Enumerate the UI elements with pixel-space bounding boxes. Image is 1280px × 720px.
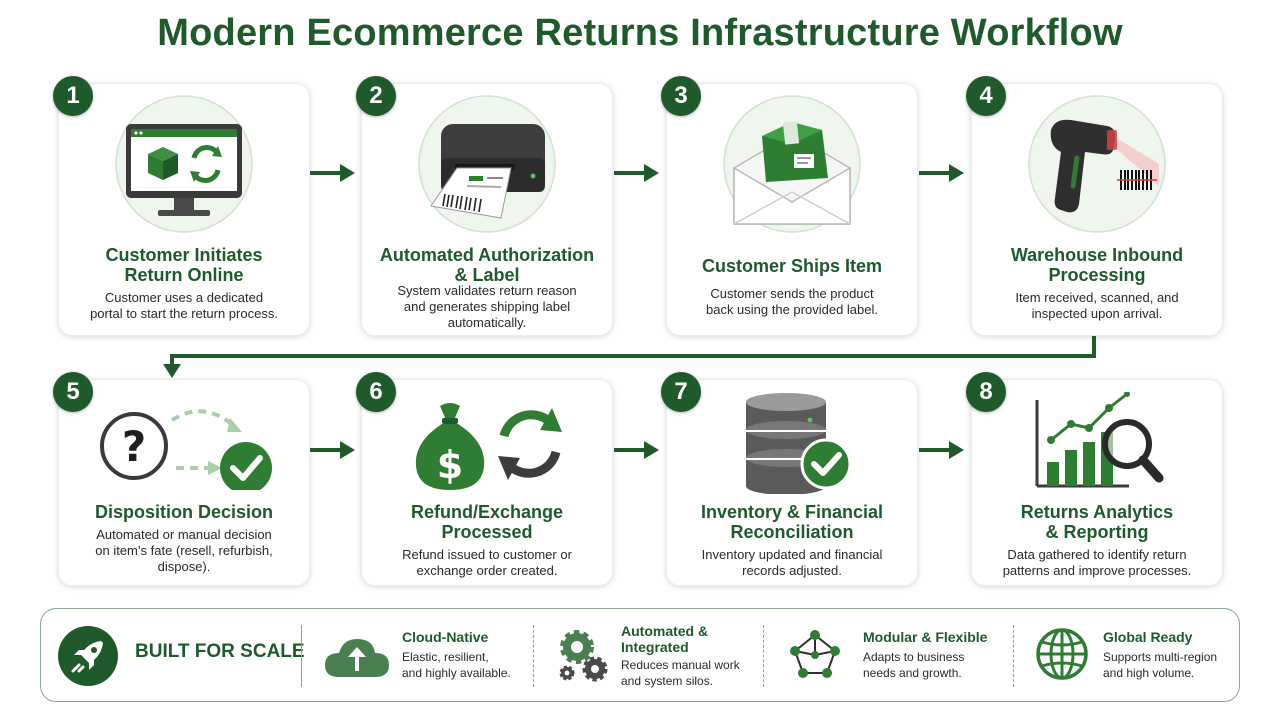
feature-description: Elastic, resilient, — [402, 650, 489, 664]
step-number-8: 8 — [966, 372, 1006, 412]
feature-description: Adapts to business — [863, 650, 965, 664]
money-bag-exchange-icon: $ — [415, 403, 562, 490]
step-description: Data gathered to identify return — [1007, 547, 1187, 562]
step-title: Reconciliation — [730, 522, 854, 542]
step-description: Automated or manual decision — [96, 527, 272, 542]
barcode-scanner-icon — [1028, 95, 1166, 233]
step-title: Customer Initiates — [105, 245, 263, 265]
step-description: back using the provided label. — [705, 302, 878, 317]
step-description: Item received, scanned, and — [1015, 290, 1179, 305]
database-check-icon — [746, 393, 852, 494]
feature-description: Reduces manual work — [621, 658, 740, 672]
arrow-right-icon — [614, 441, 659, 459]
step-description: dispose). — [157, 559, 211, 574]
rocket-icon — [58, 626, 118, 686]
package-envelope-icon — [723, 95, 861, 233]
step-description: patterns and improve processes. — [1002, 563, 1192, 578]
step-number-3: 3 — [661, 76, 701, 116]
step-title: Processing — [1048, 265, 1146, 285]
step-title: Inventory & Financial — [700, 502, 884, 522]
step-title: Return Online — [124, 265, 244, 285]
step-title: Refund/Exchange — [410, 502, 564, 522]
footer-title: BUILT FOR SCALE — [135, 641, 305, 662]
feature-description: and highly available. — [402, 666, 511, 680]
monitor-return-icon — [115, 95, 253, 233]
step-description: on item’s fate (resell, refurbish, — [95, 543, 273, 558]
step-title: Customer Ships Item — [701, 256, 883, 276]
divider — [301, 625, 302, 687]
step-number-4: 4 — [966, 76, 1006, 116]
step-description: System validates return reason — [397, 283, 577, 298]
feature-description: Supports multi-region — [1103, 650, 1218, 664]
step-card-7: 7 Inventory & Financial Reconciliation I… — [661, 372, 918, 586]
feature-name: Global Ready — [1103, 629, 1193, 645]
step-description: portal to start the return process. — [90, 306, 278, 321]
step-description: inspected upon arrival. — [1031, 306, 1163, 321]
step-description: Customer sends the product — [710, 286, 874, 301]
page-title: Modern Ecommerce Returns Infrastructure … — [157, 12, 1123, 54]
step-title: Returns Analytics — [1020, 502, 1174, 522]
step-card-5: 5 ? Disposition Decision Automated or ma… — [53, 372, 310, 586]
step-title: Automated Authorization — [379, 245, 595, 265]
step-card-4: 4 Warehouse Inbound Processing Item rece… — [966, 76, 1223, 336]
feature-name: Cloud-Native — [402, 629, 489, 645]
globe-icon — [1036, 628, 1088, 680]
arrow-right-icon — [310, 164, 355, 182]
step-title: & Reporting — [1045, 522, 1149, 542]
divider — [1013, 625, 1014, 687]
cloud-upload-icon — [325, 639, 389, 677]
feature-description: needs and growth. — [863, 666, 962, 680]
feature-name: Automated & — [621, 623, 709, 639]
step-number-7: 7 — [661, 372, 701, 412]
built-for-scale-panel: BUILT FOR SCALE Cloud-Native Elastic, re… — [40, 608, 1240, 702]
divider — [533, 625, 534, 687]
step-card-2: 2 Automated Authorization & Label System — [356, 76, 613, 336]
connector-arrow-icon — [163, 336, 1096, 378]
step-title: & Label — [454, 265, 520, 285]
feature-name: Modular & Flexible — [863, 629, 988, 645]
network-nodes-icon — [790, 630, 840, 678]
step-title: Processed — [441, 522, 533, 542]
step-description: automatically. — [447, 315, 527, 330]
step-description: records adjusted. — [742, 563, 842, 578]
divider — [763, 625, 764, 687]
analytics-magnifier-icon — [1035, 392, 1164, 488]
arrow-right-icon — [310, 441, 355, 459]
feature-description: and system silos. — [621, 674, 714, 688]
gears-icon — [559, 630, 608, 682]
step-card-6: 6 $ Refund/Exchange Processed Refund iss… — [356, 372, 613, 586]
step-card-3: 3 Customer Ships Item Customer sends the… — [661, 76, 918, 336]
arrow-right-icon — [919, 441, 964, 459]
step-card-1: 1 Customer Initiates Return Online Custo… — [53, 76, 310, 336]
step-card-8: 8 Returns Analytics & Reporting Data gat… — [966, 372, 1223, 586]
arrow-right-icon — [919, 164, 964, 182]
arrow-right-icon — [614, 164, 659, 182]
feature-description: and high volume. — [1103, 666, 1195, 680]
step-number-5: 5 — [53, 372, 93, 412]
step-title: Disposition Decision — [94, 502, 274, 522]
step-number-2: 2 — [356, 76, 396, 116]
svg-text:?: ? — [122, 422, 146, 471]
feature-name: Integrated — [621, 639, 689, 655]
question-check-icon: ? — [100, 409, 272, 490]
step-description: exchange order created. — [416, 563, 558, 578]
step-description: Inventory updated and financial — [701, 547, 883, 562]
step-description: Refund issued to customer or — [402, 547, 572, 562]
step-description: and generates shipping label — [403, 299, 571, 314]
step-number-6: 6 — [356, 372, 396, 412]
step-title: Warehouse Inbound — [1010, 245, 1184, 265]
svg-text:$: $ — [437, 443, 463, 487]
step-number-1: 1 — [53, 76, 93, 116]
step-description: Customer uses a dedicated — [104, 290, 264, 305]
label-printer-icon — [418, 95, 556, 233]
